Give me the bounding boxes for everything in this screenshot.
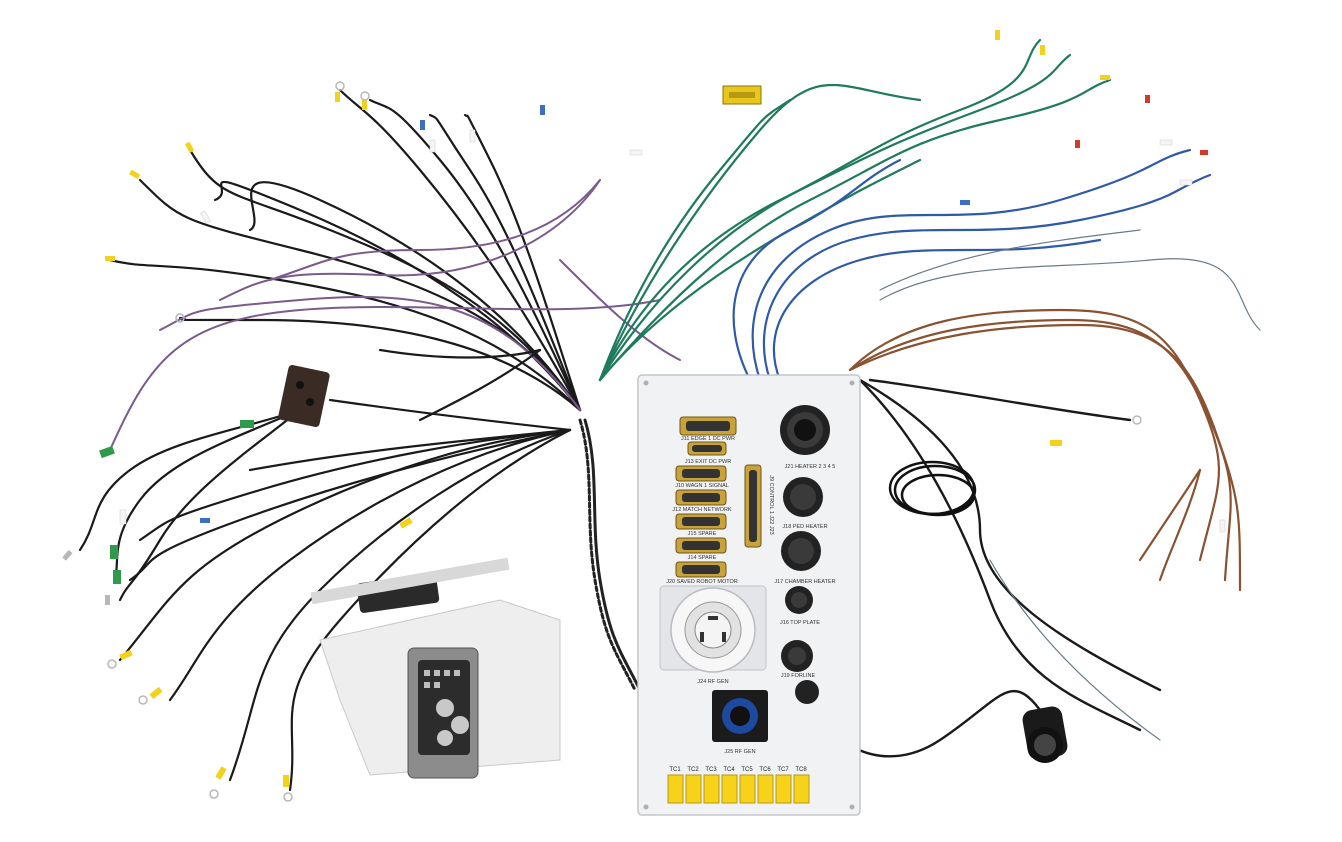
brown-bundle	[848, 308, 1242, 592]
spiral-wrap	[578, 418, 642, 692]
d-sub-connectors	[675, 416, 762, 578]
tc-label: TC2	[687, 767, 699, 773]
left-multipin-connector	[278, 364, 330, 428]
blue-bundle	[732, 148, 1212, 382]
label-j14: J14 SPARE	[688, 555, 717, 561]
thin-grey-wires	[879, 229, 1261, 741]
thermocouple-connectors	[667, 774, 810, 804]
heavy-duty-connector	[407, 647, 479, 779]
tc-label: TC3	[705, 767, 717, 773]
tc-label: TC7	[777, 767, 789, 773]
label-j17: J17 CHAMBER HEATER	[774, 579, 835, 585]
yellow-inline-connector	[722, 85, 762, 105]
label-j12: J12 MATCH NETWORK	[672, 507, 732, 513]
right-coil	[888, 460, 977, 517]
label-vertical: J9 CONTROL 1 J22 J23	[768, 475, 774, 534]
rf-gen-connector	[712, 690, 768, 742]
wire-sleeves	[62, 30, 1226, 802]
green-bundle	[598, 38, 1112, 382]
tc-label: TC4	[723, 767, 735, 773]
label-j21: J21 HEATER 2 3 4 5	[785, 464, 836, 470]
label-j20: J20 SAVED ROBOT MOTOR	[666, 579, 738, 585]
label-j16: J16 TOP PLATE	[780, 620, 820, 626]
tc-labels: TC1 TC2 TC3 TC4 TC5 TC6 TC7 TC8	[669, 767, 807, 773]
purple-wires	[109, 179, 681, 451]
label-j24: J24 RF GEN	[697, 679, 728, 685]
control-panel: J11 EDGE 1 DC PWR J13 EXIT DC PWR J10 WA…	[637, 374, 861, 816]
tc-label: TC1	[669, 767, 681, 773]
label-j15: J15 SPARE	[688, 531, 717, 537]
label-j11: J11 EDGE 1 DC PWR	[681, 436, 735, 442]
label-j18: J18 PED HEATER	[782, 524, 827, 530]
circular-connectors	[780, 405, 830, 704]
power-receptacle	[659, 585, 767, 673]
label-j25: J25 RF GEN	[724, 749, 755, 755]
wire-bundles	[78, 38, 1261, 792]
tc-label: TC8	[795, 767, 807, 773]
label-j10: J10 WAGN 1 SIGNAL	[675, 483, 729, 489]
label-j19: J19 FORLINE	[781, 673, 816, 679]
circular-end-connector	[1022, 706, 1068, 763]
tc-label: TC5	[741, 767, 753, 773]
label-j13: J13 EXIT DC PWR	[685, 459, 731, 465]
tc-label: TC6	[759, 767, 771, 773]
